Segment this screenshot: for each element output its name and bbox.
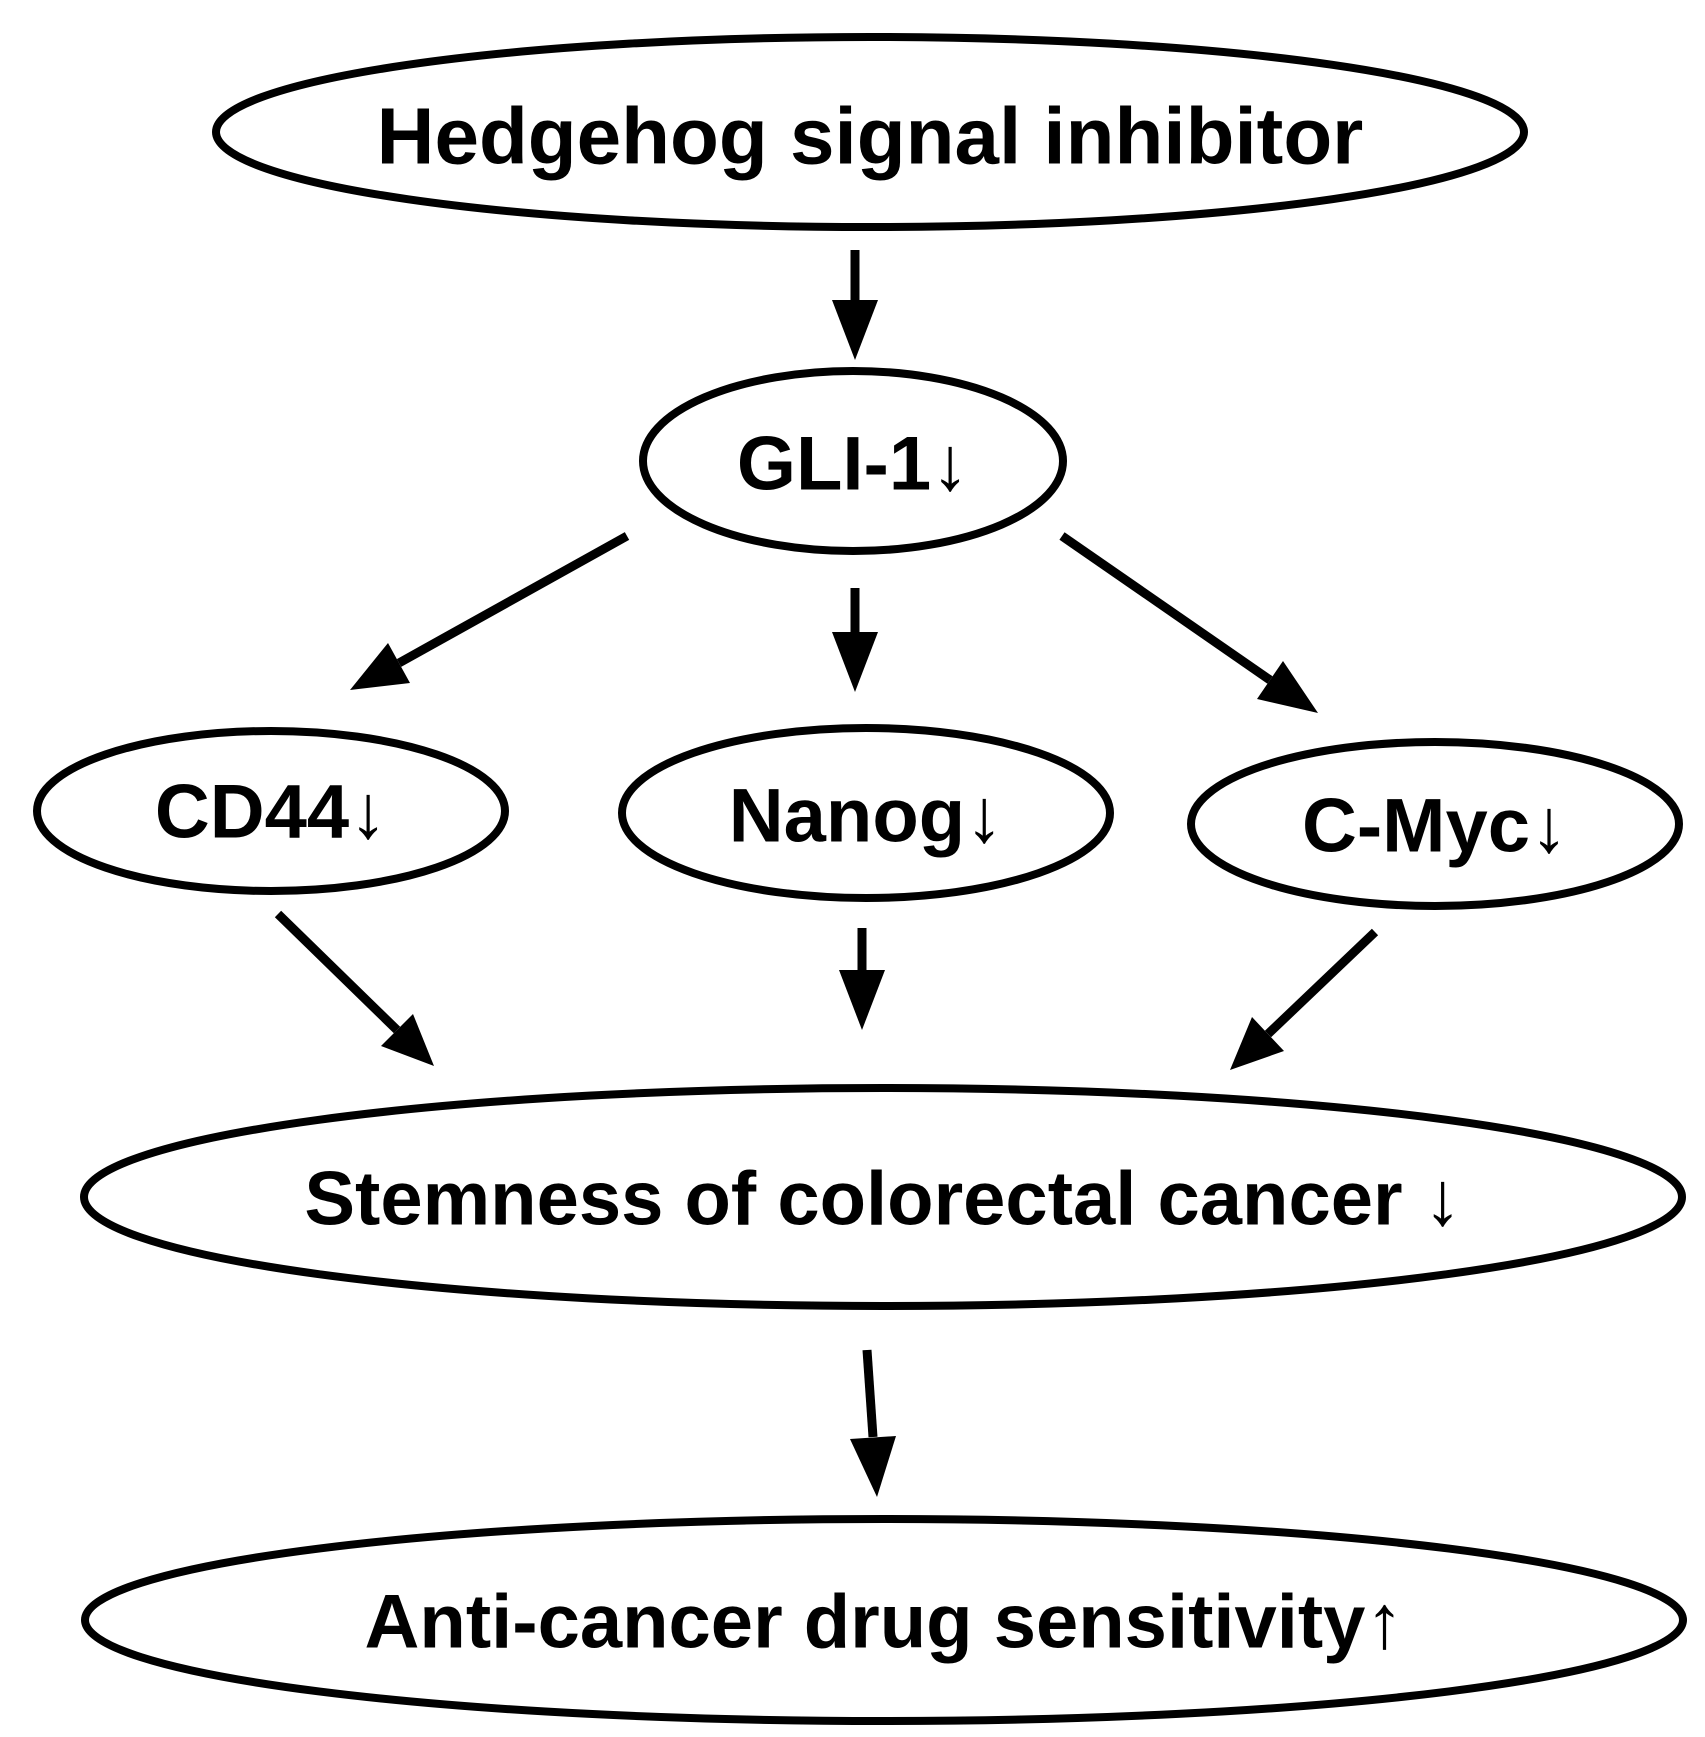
arrow-gli1-to-cd44 (350, 532, 630, 690)
node-cd44: CD44↓ (33, 727, 509, 895)
arrow-cmyc-to-stemness-head (1230, 1017, 1284, 1070)
node-cmyc: C-Myc↓ (1187, 738, 1683, 910)
arrow-stemness-to-sensitivity-head (850, 1436, 896, 1497)
node-hedgehog-label: Hedgehog signal inhibitor (377, 92, 1364, 181)
node-stemness-label: Stemness of colorectal cancer ↓ (304, 1157, 1461, 1242)
node-nanog: Nanog↓ (618, 724, 1114, 902)
arrow-hedgehog-to-gli1-head (832, 300, 878, 360)
node-hedgehog-shape (212, 33, 1528, 231)
arrow-gli1-to-cd44-head (350, 643, 410, 690)
arrow-nanog-to-stemness-head (839, 970, 885, 1030)
node-gli1-label: GLI-1↓ (737, 422, 969, 507)
node-gli1-shape (639, 367, 1067, 555)
arrow-gli1-to-nanog-head (832, 632, 878, 692)
arrow-gli1-to-cmyc (1059, 532, 1318, 713)
node-sensitivity-shape (81, 1515, 1687, 1725)
node-cmyc-label: C-Myc↓ (1302, 784, 1568, 869)
arrow-cd44-to-stemness-line (274, 910, 401, 1034)
arrow-cmyc-to-stemness (1230, 928, 1379, 1070)
node-stemness-shape (80, 1084, 1686, 1310)
arrow-cd44-to-stemness (274, 910, 434, 1066)
node-hedgehog-signal-inhibitor: Hedgehog signal inhibitor (212, 33, 1528, 231)
arrow-gli1-to-cmyc-line (1059, 532, 1273, 684)
node-nanog-label: Nanog↓ (729, 774, 1003, 859)
node-cd44-label: CD44↓ (155, 770, 387, 855)
arrow-stemness-to-sensitivity (850, 1349, 896, 1497)
node-nanog-shape (618, 724, 1114, 902)
node-sensitivity: Anti-cancer drug sensitivity↑ (81, 1515, 1687, 1725)
arrow-stemness-to-sensitivity-line (862, 1349, 878, 1438)
arrow-nanog-to-stemness (839, 928, 885, 1030)
node-cd44-shape (33, 727, 509, 895)
arrow-cd44-to-stemness-head (381, 1014, 434, 1066)
node-cmyc-shape (1187, 738, 1683, 910)
arrow-cmyc-to-stemness-line (1264, 928, 1379, 1038)
node-gli1: GLI-1↓ (639, 367, 1067, 555)
arrow-gli1-to-cd44-line (396, 532, 630, 667)
arrow-gli1-to-nanog (832, 588, 878, 692)
node-stemness: Stemness of colorectal cancer ↓ (80, 1084, 1686, 1310)
node-sensitivity-label: Anti-cancer drug sensitivity↑ (365, 1580, 1404, 1665)
arrow-hedgehog-to-gli1 (832, 250, 878, 360)
arrow-gli1-to-cmyc-head (1257, 661, 1318, 713)
